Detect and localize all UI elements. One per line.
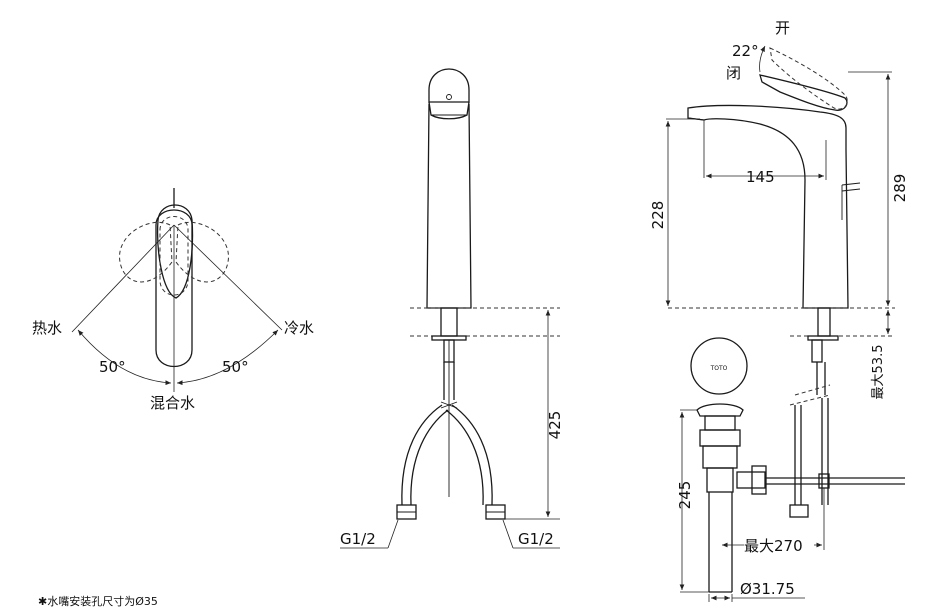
angle-left-label: 50° (99, 358, 126, 376)
angle-right-label: 50° (222, 358, 249, 376)
drain-cap-logo: TOTO (710, 365, 728, 372)
side-view: 开 闭 22° 145 228 289 最大53.5 (649, 19, 909, 602)
mixed-water-label: 混合水 (150, 394, 195, 412)
front-height-label: 425 (546, 411, 564, 440)
drain-reach-label: 最大270 (744, 537, 803, 555)
max-thickness-label: 最大53.5 (871, 345, 886, 400)
drain-height-label: 245 (676, 481, 694, 510)
drain-diameter-label: Ø31.75 (740, 580, 795, 598)
handle-angle-label: 22° (732, 42, 759, 60)
thread-left-label: G1/2 (340, 530, 376, 548)
total-height-label: 289 (891, 174, 909, 203)
close-label: 闭 (726, 64, 741, 82)
spout-height-label: 228 (649, 201, 667, 230)
thread-right-label: G1/2 (518, 530, 554, 548)
hot-water-label: 热水 (32, 319, 62, 337)
front-view: 425 G1/2 G1/2 (340, 68, 564, 549)
top-view: 热水 冷水 50° 50° 混合水 (32, 188, 314, 412)
installation-hole-footnote: ✱水嘴安装孔尺寸为Ø35 (38, 595, 158, 608)
cold-water-label: 冷水 (284, 319, 314, 337)
open-label: 开 (775, 19, 790, 37)
reach-label: 145 (746, 168, 775, 186)
